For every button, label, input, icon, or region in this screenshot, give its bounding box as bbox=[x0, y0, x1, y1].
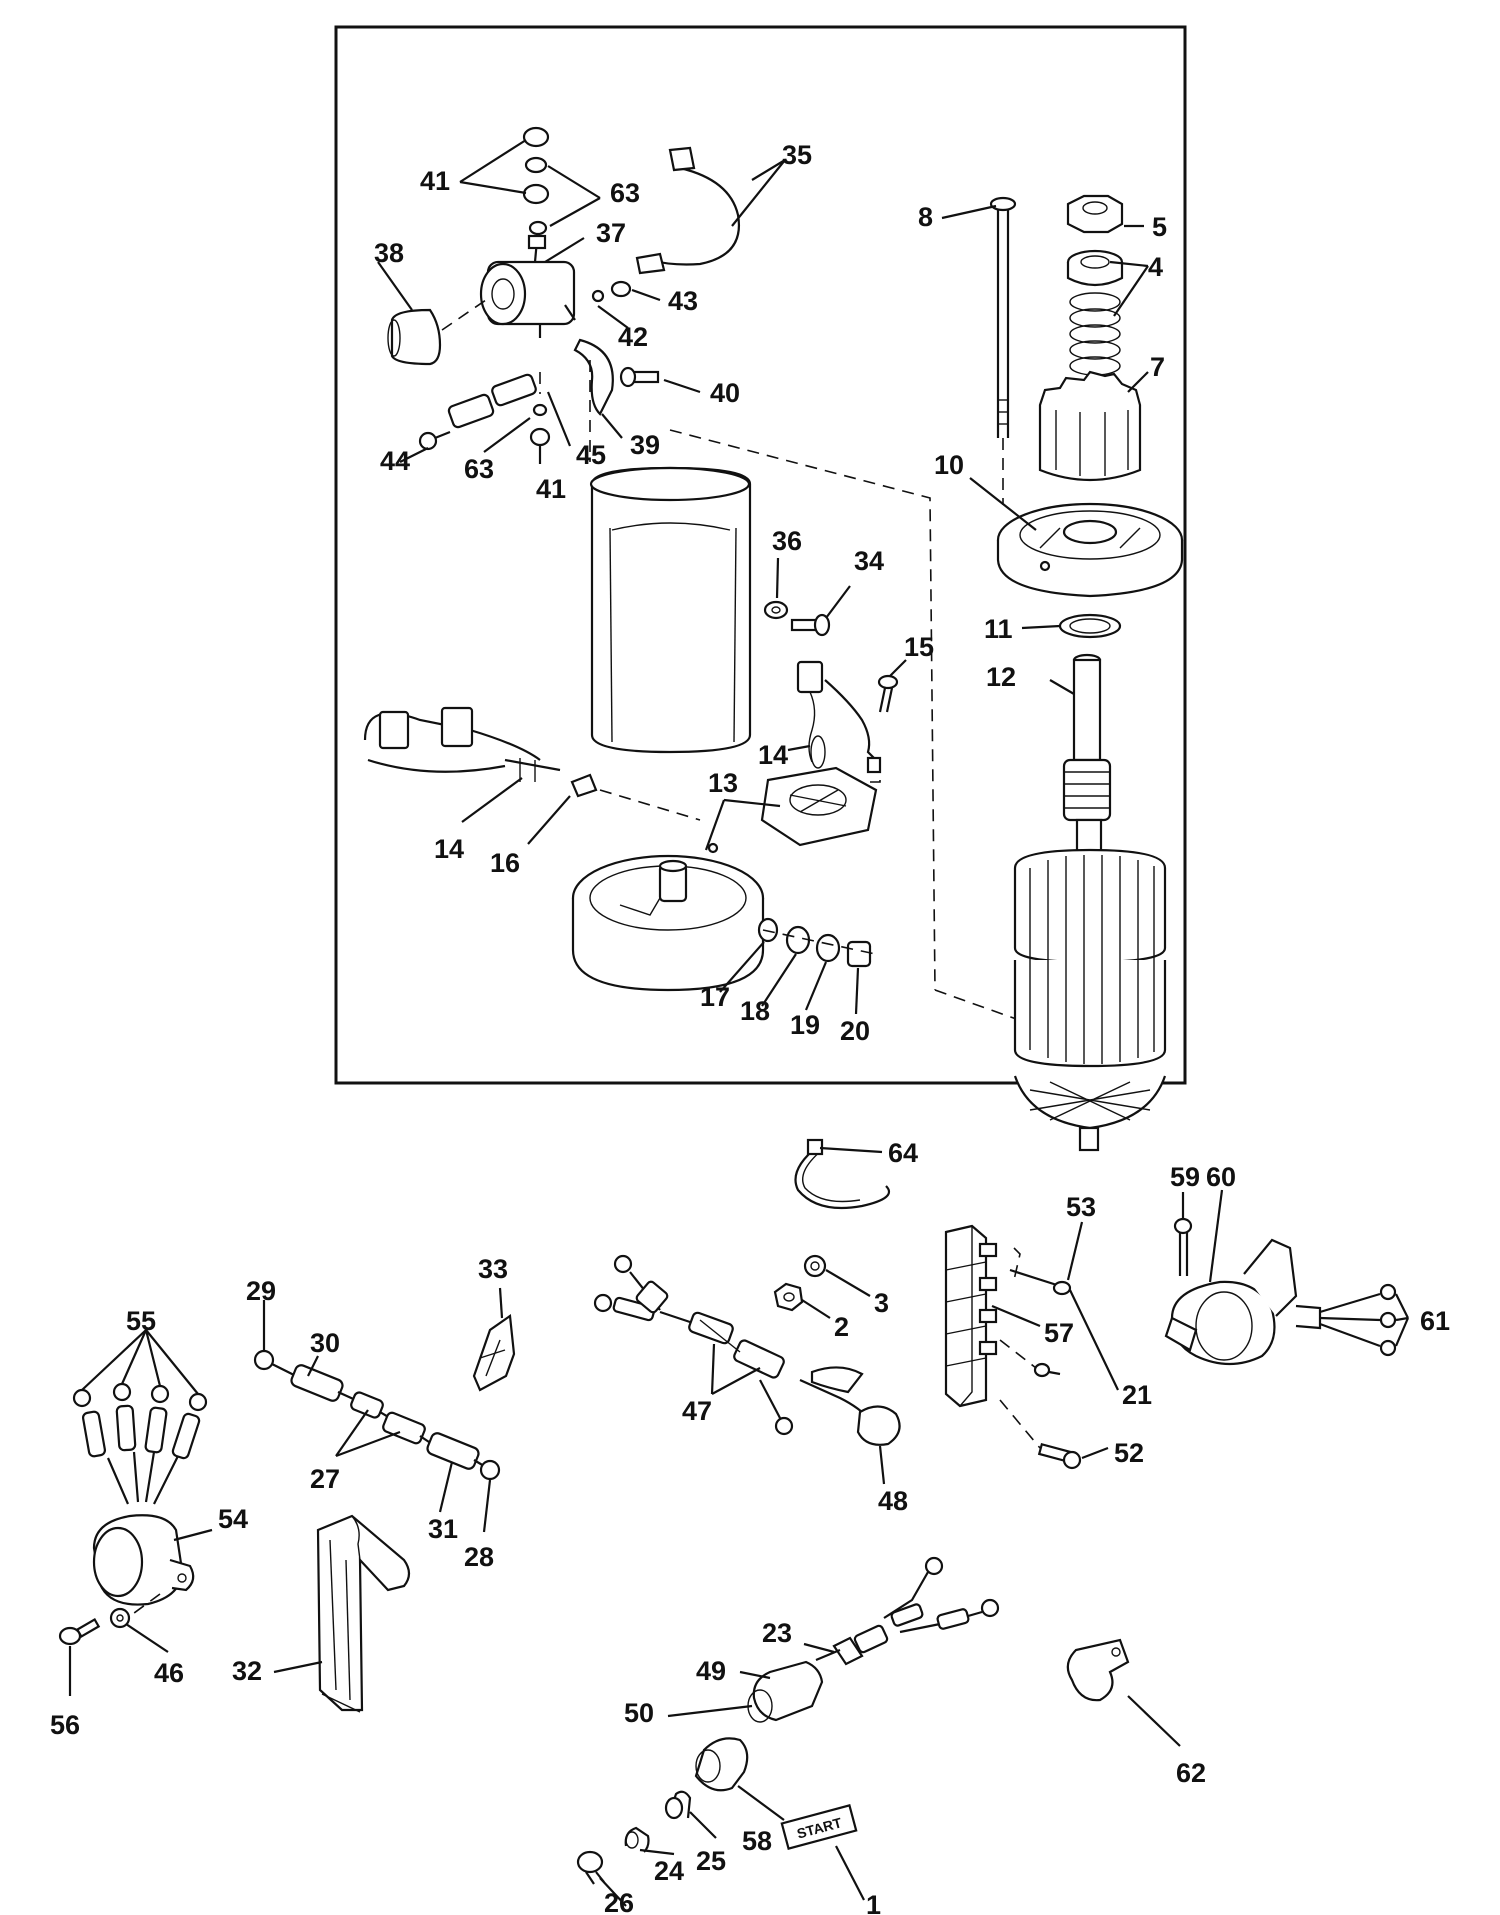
callout-c33: 33 bbox=[478, 1254, 508, 1284]
callout-c63b: 63 bbox=[464, 454, 494, 484]
callout-c28: 28 bbox=[464, 1542, 494, 1572]
bolt-34-washer-36 bbox=[763, 600, 831, 637]
commutator-end-cap bbox=[571, 842, 765, 992]
callout-c25: 25 bbox=[696, 1846, 726, 1876]
callout-c45: 45 bbox=[576, 440, 606, 470]
callout-c18: 18 bbox=[740, 996, 770, 1026]
terminal-block-57 bbox=[944, 1224, 1082, 1470]
start-button-part-1: START bbox=[780, 1804, 858, 1850]
callout-c63a: 63 bbox=[610, 178, 640, 208]
bracket-33 bbox=[472, 1314, 516, 1392]
callout-c46: 46 bbox=[154, 1658, 184, 1688]
armature-12 bbox=[1013, 653, 1167, 1152]
callout-c1: 1 bbox=[866, 1890, 881, 1915]
callout-c36: 36 bbox=[772, 526, 802, 556]
starter-motor-frame bbox=[334, 25, 1187, 1085]
callout-c8: 8 bbox=[918, 202, 933, 232]
callout-c2: 2 bbox=[834, 1312, 849, 1342]
nut-2-lockwasher-3 bbox=[773, 1254, 827, 1312]
callout-c5: 5 bbox=[1152, 212, 1167, 242]
key-switch-60 bbox=[1164, 1217, 1397, 1366]
solenoid-assembly bbox=[387, 126, 660, 451]
callout-c14a: 14 bbox=[758, 740, 788, 770]
callout-c55: 55 bbox=[126, 1306, 156, 1336]
callout-c61: 61 bbox=[1420, 1306, 1450, 1336]
callout-c19: 19 bbox=[790, 1010, 820, 1040]
callout-c54: 54 bbox=[218, 1504, 248, 1534]
callout-c41a: 41 bbox=[420, 166, 450, 196]
callout-c53: 53 bbox=[1066, 1192, 1096, 1222]
callout-c49: 49 bbox=[696, 1656, 726, 1686]
callout-c24: 24 bbox=[654, 1856, 684, 1886]
callout-c57: 57 bbox=[1044, 1318, 1074, 1348]
cable-27-31 bbox=[253, 1349, 501, 1481]
callout-c10: 10 bbox=[934, 450, 964, 480]
callout-c31: 31 bbox=[428, 1514, 458, 1544]
callout-c27: 27 bbox=[310, 1464, 340, 1494]
callout-c52: 52 bbox=[1114, 1438, 1144, 1468]
harness-47-48 bbox=[593, 1254, 901, 1446]
callout-c23: 23 bbox=[762, 1618, 792, 1648]
callout-c7: 7 bbox=[1150, 352, 1165, 382]
callout-c21: 21 bbox=[1122, 1380, 1152, 1410]
callout-c58: 58 bbox=[742, 1826, 772, 1856]
washers-17-20 bbox=[757, 917, 881, 968]
callout-c16: 16 bbox=[490, 848, 520, 878]
callout-c26: 26 bbox=[604, 1888, 634, 1915]
callout-c42: 42 bbox=[618, 322, 648, 352]
handle-32 bbox=[316, 1514, 411, 1713]
callout-c29: 29 bbox=[246, 1276, 276, 1306]
brush-set-14-lower bbox=[363, 706, 701, 821]
callout-c35: 35 bbox=[782, 140, 812, 170]
solenoid-54-assembly bbox=[58, 1382, 208, 1646]
brush-plate-13 bbox=[760, 766, 878, 847]
callout-c20: 20 bbox=[840, 1016, 870, 1046]
callout-c39: 39 bbox=[630, 430, 660, 460]
callout-c50: 50 bbox=[624, 1698, 654, 1728]
callout-c60: 60 bbox=[1206, 1162, 1236, 1192]
screw-15 bbox=[877, 674, 899, 713]
callout-c12: 12 bbox=[986, 662, 1016, 692]
callout-c17: 17 bbox=[700, 982, 730, 1012]
callout-c59: 59 bbox=[1170, 1162, 1200, 1192]
callout-c64: 64 bbox=[888, 1138, 918, 1168]
callout-c41b: 41 bbox=[536, 474, 566, 504]
callout-c15: 15 bbox=[904, 632, 934, 662]
callout-c13: 13 bbox=[708, 768, 738, 798]
thrust-washer-11 bbox=[1058, 613, 1122, 639]
callout-c30: 30 bbox=[310, 1328, 340, 1358]
callout-c44: 44 bbox=[380, 446, 410, 476]
callout-c4: 4 bbox=[1148, 252, 1163, 282]
callout-c11: 11 bbox=[984, 614, 1013, 644]
drive-end-head-10 bbox=[996, 502, 1184, 598]
callout-c32: 32 bbox=[232, 1656, 262, 1686]
callout-c62: 62 bbox=[1176, 1758, 1206, 1788]
callout-c40: 40 bbox=[710, 378, 740, 408]
callout-c48: 48 bbox=[878, 1486, 908, 1516]
cable-clamp-64 bbox=[794, 1138, 891, 1210]
callout-c34: 34 bbox=[854, 546, 884, 576]
callout-c38: 38 bbox=[374, 238, 404, 268]
battery-cable-35 bbox=[635, 146, 741, 275]
leader-lines bbox=[68, 139, 1410, 1907]
push-button-assembly bbox=[576, 1556, 1000, 1885]
drive-pinion-stack bbox=[1038, 194, 1142, 482]
callout-c56: 56 bbox=[50, 1710, 80, 1740]
through-bolt-8 bbox=[989, 196, 1017, 505]
callout-c37: 37 bbox=[596, 218, 626, 248]
brush-spring-14-upper bbox=[796, 660, 882, 783]
callout-c43: 43 bbox=[668, 286, 698, 316]
field-frame bbox=[589, 466, 752, 754]
callout-c3: 3 bbox=[874, 1288, 889, 1318]
clip-62 bbox=[1066, 1638, 1130, 1702]
callout-c14b: 14 bbox=[434, 834, 464, 864]
callout-c47: 47 bbox=[682, 1396, 712, 1426]
